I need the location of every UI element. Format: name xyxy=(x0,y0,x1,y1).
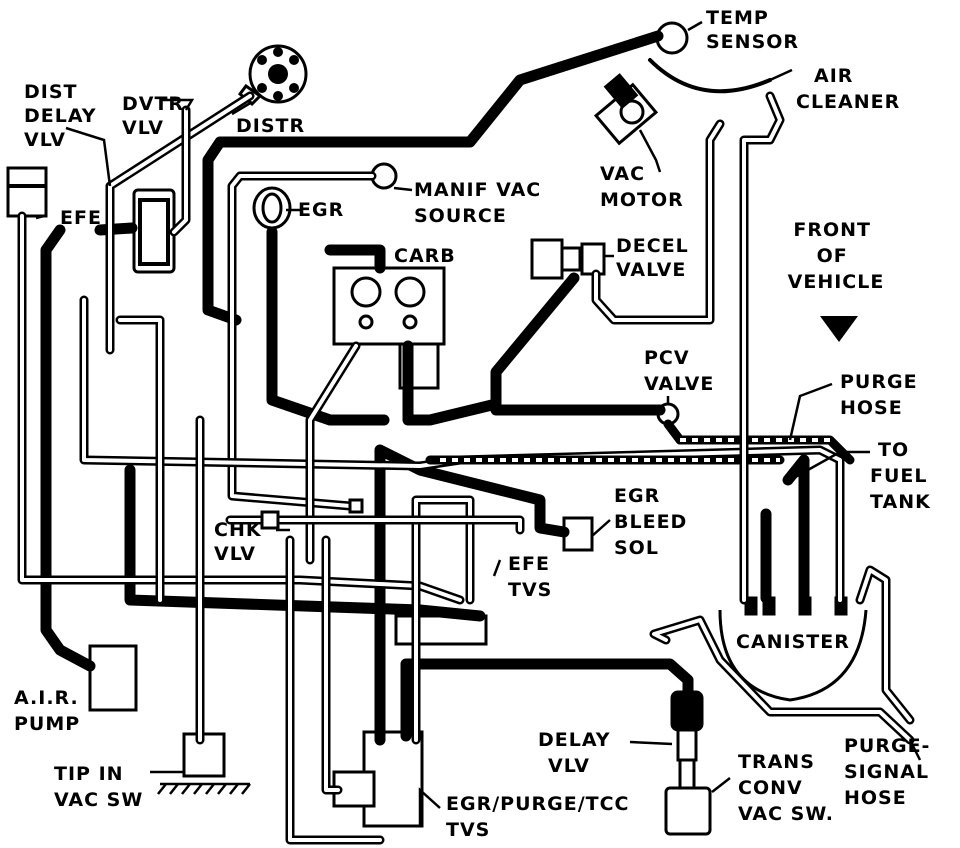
air-cleaner xyxy=(648,58,772,94)
egr-purge-tcc-tvs xyxy=(332,730,424,828)
label-dvtr-vlv: DVTR VLV xyxy=(122,93,192,139)
vac-motor xyxy=(593,73,659,146)
label-air-cleaner: AIR CLEANER xyxy=(796,65,900,113)
label-air-pump: A.I.R. PUMP xyxy=(14,687,86,735)
down-arrow-icon xyxy=(820,316,858,342)
label-purge-hose: PURGE HOSE xyxy=(840,371,925,419)
label-decel-valve: DECEL VALVE xyxy=(616,235,696,281)
carburetor xyxy=(332,266,446,390)
label-trans-conv-vac-sw: TRANS CONV VAC SW. xyxy=(738,751,834,825)
label-delay-vlv: DELAY VLV xyxy=(538,729,618,777)
label-efe: EFE xyxy=(60,207,102,229)
label-egr-purge-tcc-tvs: EGR/PURGE/TCC TVS xyxy=(446,793,637,841)
ground-hatch xyxy=(157,782,251,795)
label-canister: CANISTER xyxy=(736,631,850,653)
label-egr: EGR xyxy=(298,199,344,221)
label-to-fuel-tank: TO FUEL TANK xyxy=(870,439,935,513)
label-pcv-valve: PCV VALVE xyxy=(644,347,714,395)
distributor-cap-icon xyxy=(237,44,308,107)
vacuum-hoses xyxy=(17,30,915,845)
label-chk-vlv: CHK VLV xyxy=(214,519,269,565)
air-pump xyxy=(88,644,138,712)
label-manif-vac-source: MANIF VAC SOURCE xyxy=(414,179,549,227)
label-egr-bleed-sol: EGR BLEED SOL xyxy=(614,485,695,559)
label-tip-in-vac-sw: TIP IN VAC SW xyxy=(54,763,143,811)
label-distr: DISTR xyxy=(236,115,305,137)
label-temp-sensor: TEMP SENSOR xyxy=(706,7,799,53)
label-front-of-vehicle: FRONT OF VEHICLE xyxy=(788,219,885,293)
trans-conv-vacuum-switch xyxy=(664,758,712,836)
label-carb: CARB xyxy=(394,245,456,267)
decel-valve xyxy=(530,238,606,280)
label-efe-tvs: EFE TVS xyxy=(508,553,558,601)
leader-lines xyxy=(35,20,922,826)
label-vac-motor: VAC MOTOR xyxy=(600,163,684,211)
label-dist-delay-vlv: DIST DELAY VLV xyxy=(24,81,104,151)
delay-valve xyxy=(670,690,704,762)
dist-delay-valve xyxy=(6,166,48,218)
label-purge-signal-hose: PURGE- SIGNAL HOSE xyxy=(844,735,938,809)
canister xyxy=(718,596,868,702)
efe-tvs xyxy=(394,614,488,646)
